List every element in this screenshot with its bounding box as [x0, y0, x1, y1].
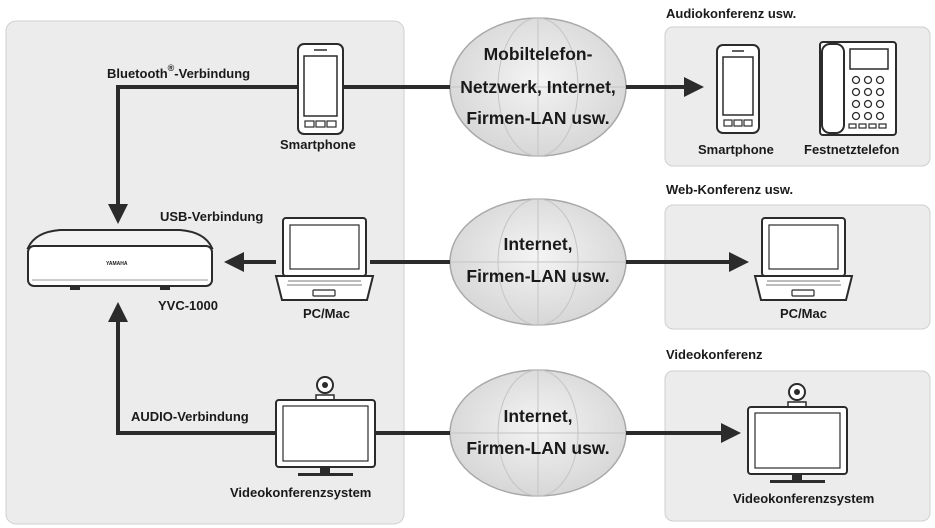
- video-conference-system-right-icon: [747, 383, 848, 483]
- audio-connection-line: [108, 302, 276, 435]
- smartphone-label: Smartphone: [280, 137, 356, 152]
- video-panel-title: Videokonferenz: [666, 347, 763, 362]
- video-conference-system-icon: [275, 376, 376, 476]
- desk-phone-icon: [819, 41, 897, 136]
- bluetooth-connection-line: [108, 85, 298, 224]
- cloud-mobile-line-2: Netzwerk, Internet,: [460, 77, 616, 97]
- bluetooth-connection-label: Bluetooth®-Verbindung: [107, 63, 251, 81]
- audio-smartphone-label: Smartphone: [698, 142, 774, 157]
- smartphone-icon: [297, 43, 344, 135]
- cloud-video-line-1: Internet,: [503, 406, 573, 426]
- smartphone-right-icon: [716, 44, 760, 134]
- cloud-mobile-line-3: Firmen-LAN usw.: [466, 108, 610, 128]
- video-system-label: Videokonferenzsystem: [230, 485, 372, 500]
- pc-mac-label: PC/Mac: [303, 306, 350, 321]
- laptop-icon: [274, 217, 375, 301]
- audio-connection-label: AUDIO-Verbindung: [131, 409, 249, 424]
- web-panel-title: Web-Konferenz usw.: [666, 182, 794, 197]
- cloud-web-line-1: Internet,: [503, 234, 573, 254]
- yvc-1000-device: [26, 229, 214, 290]
- cloud-internet-video: [449, 369, 627, 497]
- usb-connection-label: USB-Verbindung: [160, 209, 264, 224]
- audio-panel-title: Audiokonferenz usw.: [666, 6, 797, 21]
- video-right-label: Videokonferenzsystem: [733, 491, 875, 506]
- web-pc-mac-label: PC/Mac: [780, 306, 827, 321]
- laptop-right-icon: [753, 217, 854, 301]
- landline-label: Festnetztelefon: [804, 142, 900, 157]
- cloud-mobile-line-1: Mobiltelefon-: [483, 44, 593, 64]
- yvc-1000-label: YVC-1000: [158, 298, 218, 313]
- cloud-web-line-2: Firmen-LAN usw.: [466, 266, 610, 286]
- yvc-brand-label: YAMAHA: [106, 261, 128, 267]
- cloud-video-line-2: Firmen-LAN usw.: [466, 438, 610, 458]
- cloud-internet-web: [449, 198, 627, 326]
